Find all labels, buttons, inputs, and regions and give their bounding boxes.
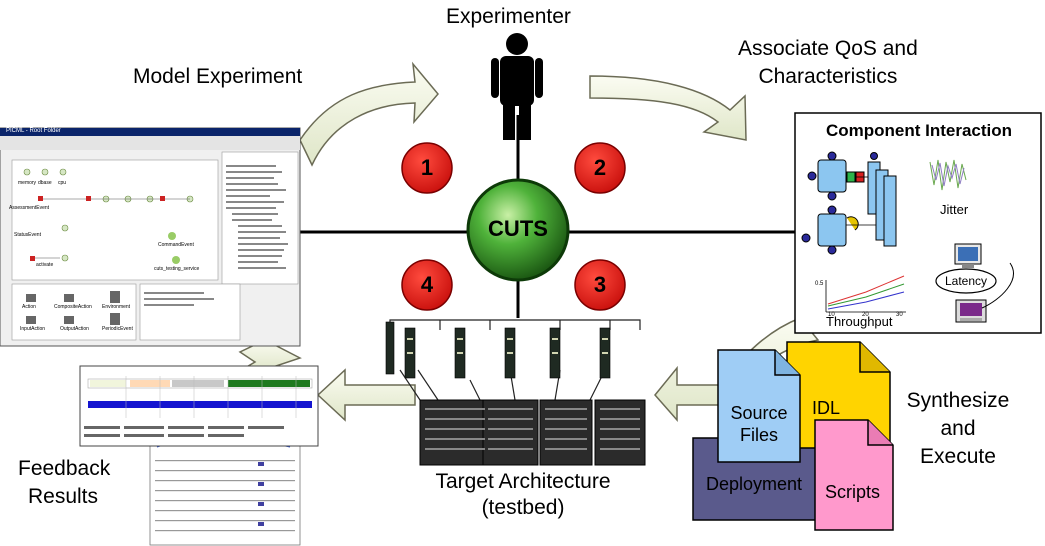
- arrow-associate-qos: [589, 75, 747, 141]
- feedback-results-window: [79, 365, 319, 546]
- target-line2: (testbed): [481, 496, 565, 519]
- deployment-label: Deployment: [706, 474, 803, 494]
- model-node-dbase: dbase: [38, 180, 52, 186]
- model-node-testing-service: cuts_testing_service: [154, 266, 200, 272]
- throughput-tick-x3: 30: [896, 312, 903, 318]
- component-interaction-title: Component Interaction: [825, 121, 1013, 140]
- target-line1: Target Architecture: [435, 470, 611, 493]
- source-files-label: Source Files: [724, 402, 794, 446]
- step-3-label: 3: [593, 272, 607, 297]
- step-circle-3: [574, 259, 626, 311]
- documents-stack: [692, 341, 894, 531]
- step-2-label: 2: [593, 155, 607, 180]
- step-circle-2: [574, 142, 626, 194]
- feedback-line2: Results: [27, 485, 99, 508]
- synthesize-line1: Synthesize: [906, 389, 1010, 412]
- target-architecture-label: Target Architecture (testbed): [420, 469, 626, 521]
- model-window-title: PICML - Root Folder: [6, 128, 61, 134]
- model-node-cpu: cpu: [58, 180, 67, 186]
- model-part-output: OutputAction: [60, 326, 89, 332]
- model-node-activate: activate: [36, 262, 54, 268]
- computer-icon: [954, 243, 1014, 323]
- step-circles: [401, 142, 626, 311]
- feedback-line1: Feedback: [18, 457, 111, 480]
- throughput-tick-x1: 10: [828, 312, 835, 318]
- jitter-label: Jitter: [940, 202, 969, 217]
- cuts-label: CUTS: [488, 216, 548, 241]
- step-1-label: 1: [420, 155, 434, 180]
- associate-qos-line1: Associate QoS and: [738, 37, 918, 60]
- latency-ellipse: [935, 268, 997, 294]
- associate-qos-line2: Characteristics: [758, 65, 898, 88]
- model-node-status: StatusEvent: [14, 232, 41, 238]
- idl-label: IDL: [812, 398, 841, 418]
- synthesize-label: Synthesize and Execute: [898, 387, 1018, 471]
- step-circle-4: [401, 259, 453, 311]
- step-4-label: 4: [420, 272, 434, 297]
- arrow-feedback: [316, 368, 416, 422]
- throughput-label: Throughput: [826, 314, 893, 329]
- jitter-graphic: [929, 159, 967, 191]
- testbed-hardware: [385, 319, 646, 466]
- component-interaction-panel: [794, 112, 1042, 334]
- cuts-circle: [466, 178, 570, 282]
- source-files-line1: Source: [730, 403, 788, 423]
- feedback-results-label: Feedback Results: [18, 455, 111, 511]
- throughput-tick-x2: 20: [862, 312, 869, 318]
- model-experiment-label: Model Experiment: [133, 65, 303, 88]
- synthesize-line3: Execute: [920, 445, 996, 468]
- throughput-chart: [825, 275, 906, 313]
- model-part-input: InputAction: [20, 326, 46, 332]
- model-part-periodic: PeriodicEvent: [102, 326, 133, 332]
- synthesize-line2: and: [940, 417, 976, 440]
- model-node-assessment: AssessmentEvent: [9, 205, 50, 211]
- source-files-line2: Files: [739, 425, 778, 445]
- experimenter-label: Experimenter: [446, 5, 571, 28]
- model-node-memory: memory: [18, 180, 37, 186]
- arrow-model-experiment: [299, 61, 439, 167]
- throughput-tick-y: 0.5: [815, 281, 824, 287]
- step-circle-1: [401, 142, 453, 194]
- person-icon: [491, 33, 543, 140]
- scripts-doc: [814, 419, 894, 531]
- model-part-action: Action: [22, 304, 36, 310]
- scripts-label: Scripts: [825, 482, 881, 502]
- associate-qos-label: Associate QoS and Characteristics: [738, 35, 918, 91]
- latency-label: Latency: [944, 274, 988, 288]
- model-part-composite: CompositeAction: [54, 304, 92, 310]
- model-node-command: CommandEvent: [158, 242, 194, 248]
- source-files-doc: [717, 349, 801, 463]
- model-editor-window: [0, 127, 301, 347]
- model-part-environment: Environment: [102, 304, 131, 310]
